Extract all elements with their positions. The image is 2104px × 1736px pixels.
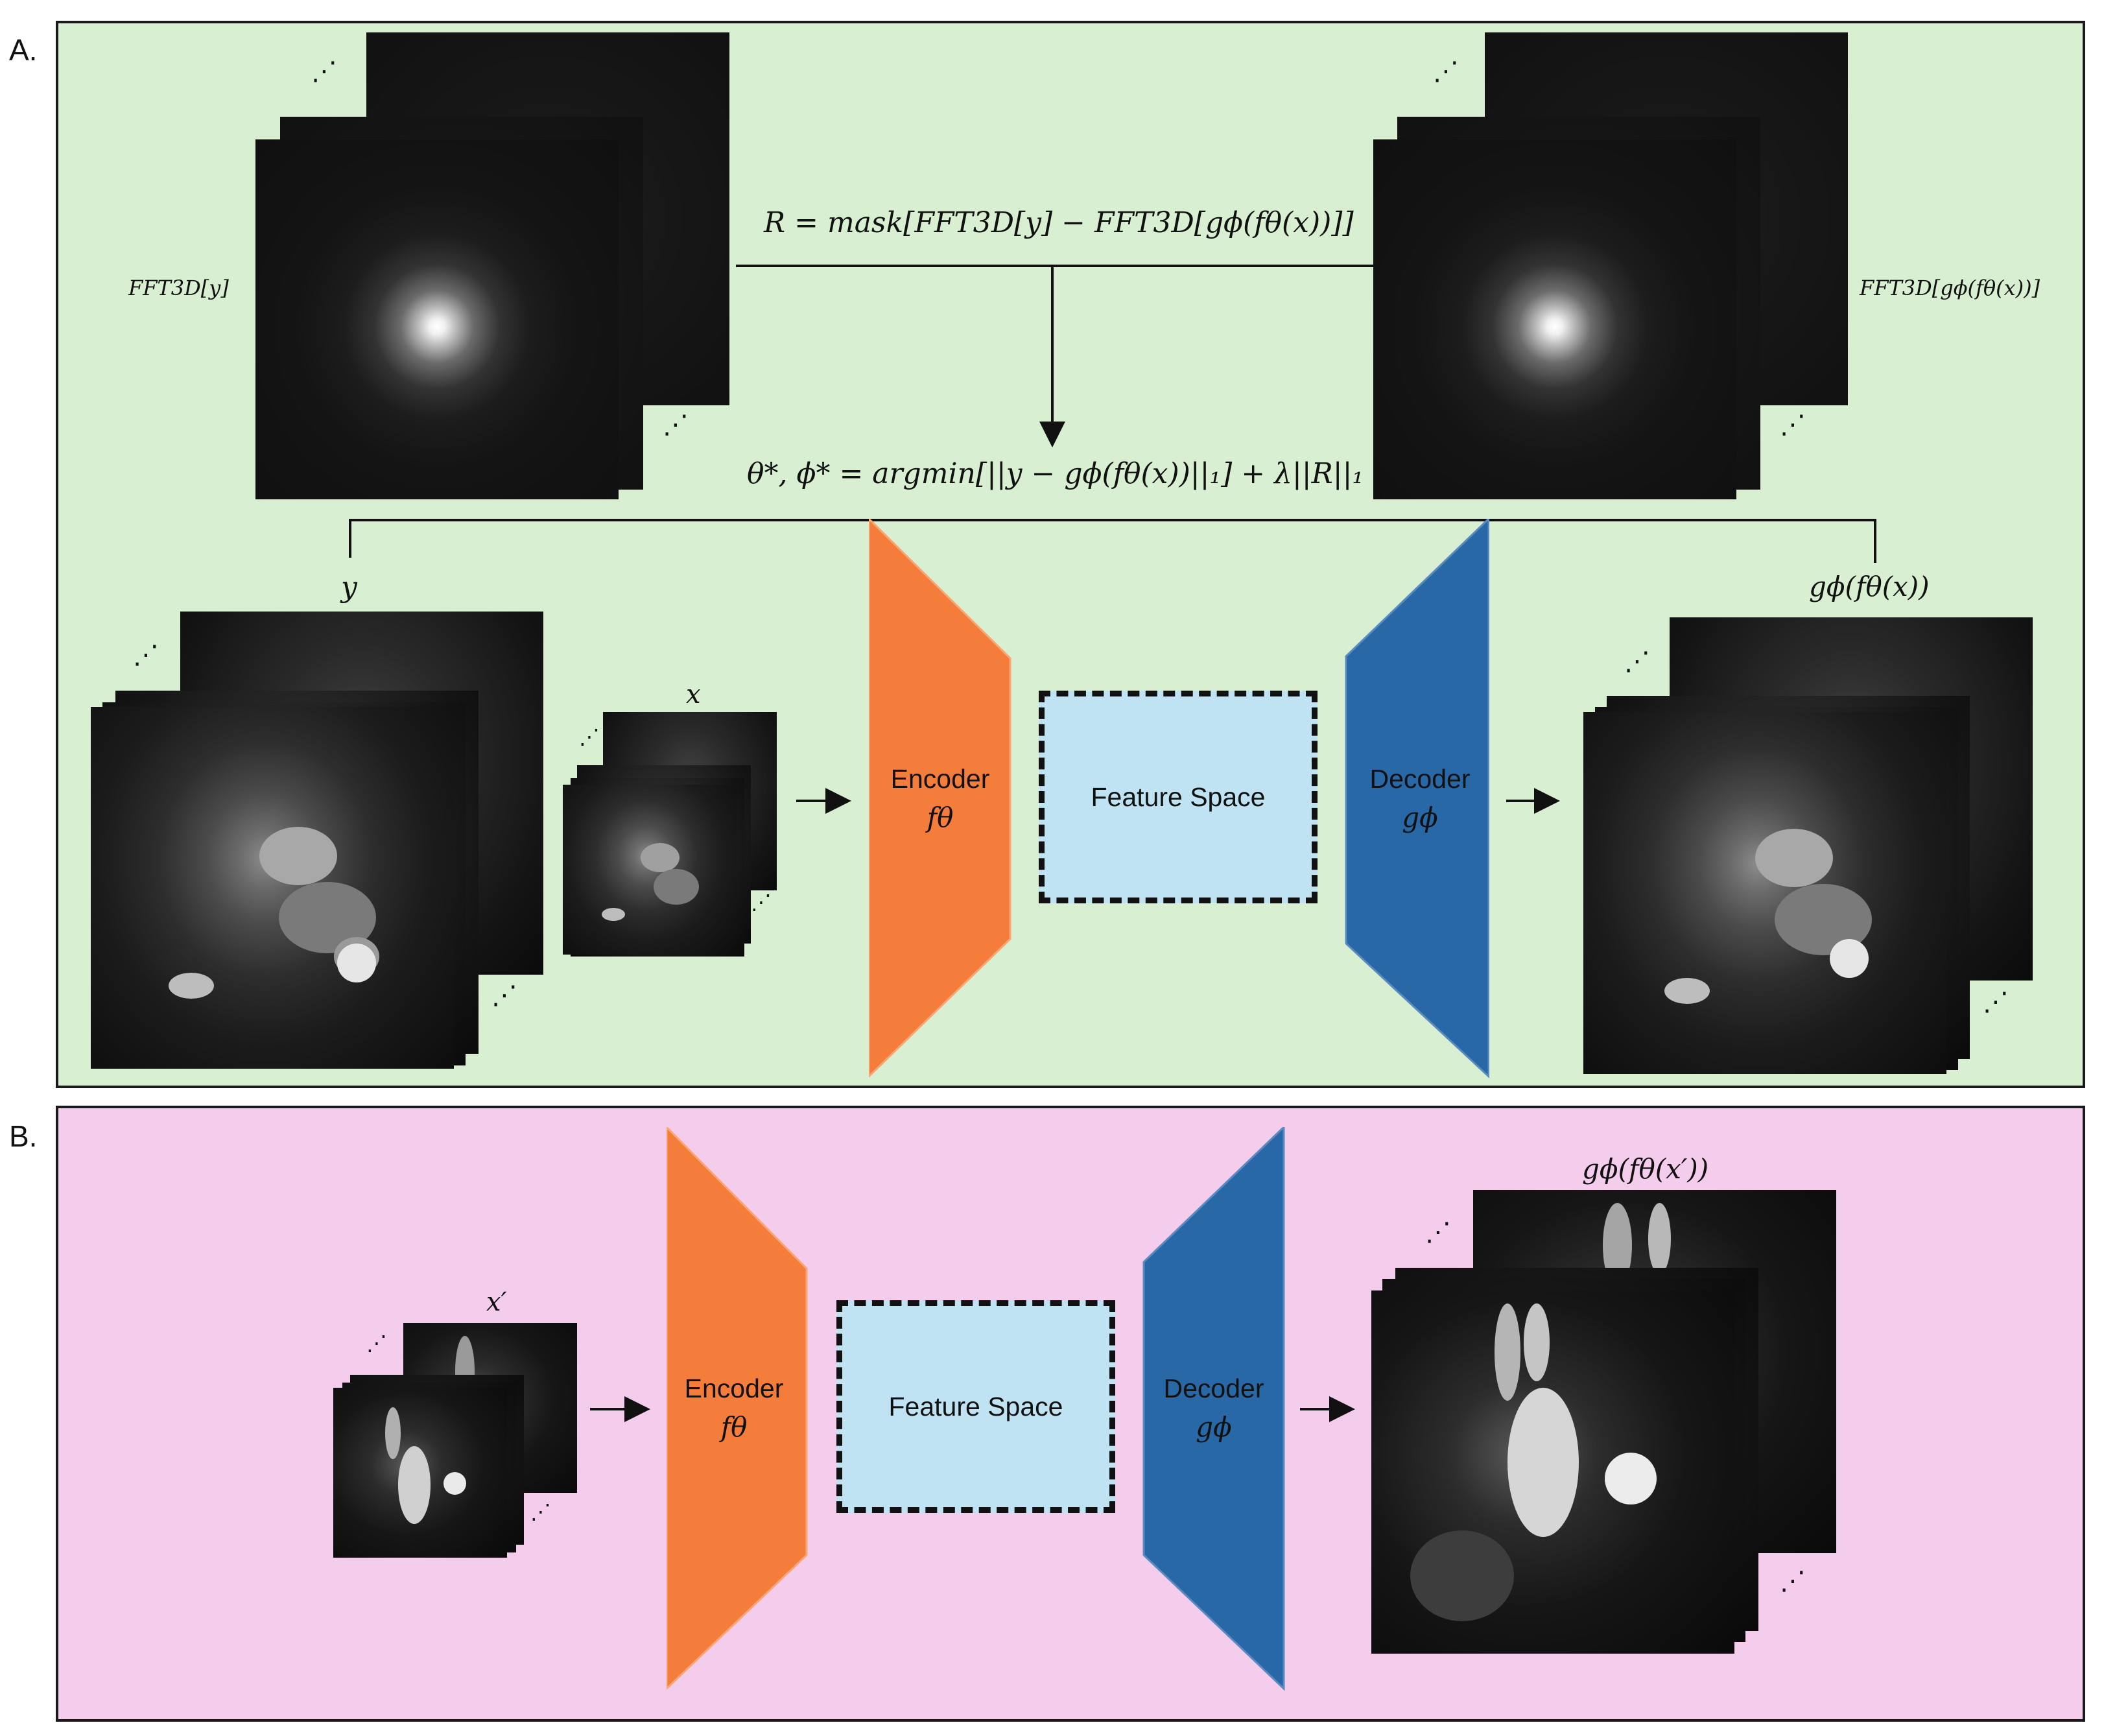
feature-space-a: Feature Space bbox=[1039, 691, 1318, 903]
ellipsis-icon: ⋰ bbox=[1425, 1217, 1451, 1247]
encoder-a bbox=[869, 519, 1011, 1078]
encoder-b-symbol: fθ bbox=[720, 1411, 748, 1443]
ellipsis-icon: ⋰ bbox=[491, 981, 517, 1010]
ellipsis-icon: ⋰ bbox=[530, 1499, 551, 1524]
decoder-a-label: Decoder bbox=[1369, 764, 1471, 794]
ellipsis-icon: ⋰ bbox=[366, 1331, 387, 1355]
encoder-a-label: Encoder bbox=[890, 764, 990, 794]
panel-b-label: B. bbox=[9, 1119, 38, 1153]
feature-space-b: Feature Space bbox=[836, 1300, 1115, 1513]
loss-equation: θ*, ϕ* = argmin[||y − gϕ(fθ(x))||₁] + λ|… bbox=[747, 457, 1364, 490]
x-label: x bbox=[686, 680, 701, 709]
connector-lines-a bbox=[349, 265, 1876, 814]
output-b-label: gϕ(fθ(x′)) bbox=[1582, 1153, 1709, 1185]
kspace-left-front-slice bbox=[255, 139, 619, 499]
output-b-front-slice bbox=[1371, 1290, 1734, 1654]
encoder-b-label: Encoder bbox=[684, 1373, 784, 1403]
output-a-front-slice bbox=[1583, 712, 1946, 1074]
kspace-right-label: FFT3D[gϕ(fθ(x))] bbox=[1860, 276, 2040, 300]
decoder-a-symbol: gϕ bbox=[1402, 802, 1438, 833]
connector-lines-b bbox=[590, 1396, 1355, 1422]
ellipsis-icon: ⋰ bbox=[663, 410, 689, 440]
encoder-a-symbol: fθ bbox=[927, 802, 954, 833]
decoder-a bbox=[1345, 519, 1489, 1078]
x-front-slice bbox=[563, 785, 737, 955]
kspace-left-label: FFT3D[y] bbox=[128, 276, 229, 300]
x-prime-label: x′ bbox=[486, 1287, 507, 1317]
ellipsis-icon: ⋰ bbox=[311, 56, 337, 86]
ellipsis-icon: ⋰ bbox=[1780, 1566, 1806, 1596]
panel-a-label: A. bbox=[9, 33, 38, 67]
decoder-b bbox=[1142, 1127, 1285, 1691]
kspace-right-front-slice bbox=[1373, 139, 1736, 499]
encoder-b bbox=[667, 1127, 808, 1691]
loss-bracket bbox=[349, 519, 1876, 563]
output-a-label: gϕ(fθ(x)) bbox=[1809, 571, 1930, 602]
ellipsis-icon: ⋰ bbox=[133, 640, 159, 670]
residual-equation: R = mask[FFT3D[y] − FFT3D[gϕ(fθ(x))]] bbox=[764, 206, 1354, 239]
ellipsis-icon: ⋰ bbox=[1624, 647, 1650, 676]
ellipsis-icon: ⋰ bbox=[751, 890, 772, 914]
ellipsis-icon: ⋰ bbox=[579, 724, 600, 749]
decoder-b-label: Decoder bbox=[1163, 1373, 1264, 1403]
decoder-b-symbol: gϕ bbox=[1196, 1411, 1232, 1443]
x-prime-front-slice bbox=[333, 1388, 507, 1558]
ellipsis-icon: ⋰ bbox=[1983, 987, 2009, 1017]
y-label: y bbox=[341, 571, 357, 604]
ellipsis-icon: ⋰ bbox=[1433, 56, 1459, 86]
ellipsis-icon: ⋰ bbox=[1780, 410, 1806, 440]
y-front-slice bbox=[91, 707, 454, 1069]
